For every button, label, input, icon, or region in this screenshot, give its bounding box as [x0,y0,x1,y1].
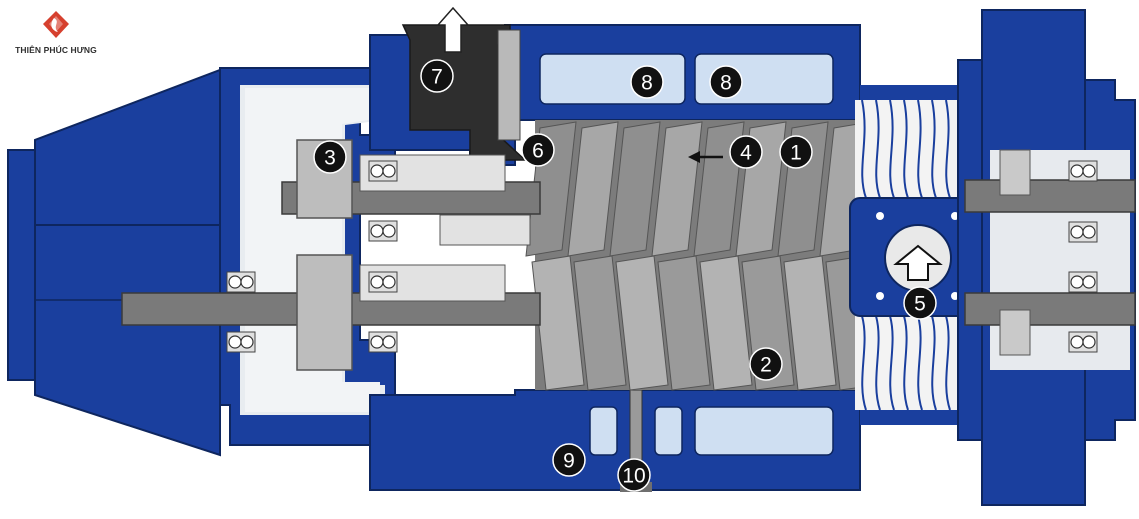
callouts: 1 2 3 4 5 6 7 8 8 9 10 [313,59,937,492]
callout-2: 2 [749,347,783,381]
callout-label: 3 [324,147,336,170]
callout-1: 1 [779,135,813,169]
brand-name: THIÊN PHÚC HƯNG [15,45,97,55]
callout-label: 6 [532,140,544,163]
bearing-ball-icon [1068,221,1098,243]
bearing-ball-icon [226,271,256,293]
suction-up-arrow-icon [893,244,943,281]
callout-label: 10 [622,465,645,488]
bellows-ribs [861,99,951,411]
callout-4: 4 [729,135,763,169]
callout-5: 5 [903,286,937,320]
cooling-chamber [694,406,834,456]
bearing-ball-icon [368,220,398,242]
pump-casing [369,24,861,492]
discharge-up-arrow-icon [436,6,470,53]
callout-label: 8 [720,72,732,95]
cooling-chamber [654,406,683,456]
motor-adapter [7,68,221,457]
gas-flow-left-arrow-icon [688,151,723,163]
flame-diamond-logo-icon [43,11,69,38]
end-cover [957,9,1136,506]
bearing-ball-icon [368,160,398,182]
callout-7: 7 [420,59,454,93]
bearing-ball-icon [1068,331,1098,353]
callout-label: 9 [563,450,575,473]
callout-label: 7 [431,66,443,89]
bearing-ball-icon [368,331,398,353]
callout-label: 8 [641,72,653,95]
brand-logo: THIÊN PHÚC HƯNG [6,10,106,55]
bearing-ball-icon [1068,271,1098,293]
bearing-ball-icon [1068,160,1098,182]
callout-8a: 8 [630,65,664,99]
callout-label: 2 [760,354,772,377]
callout-3: 3 [313,140,347,174]
callout-10: 10 [617,458,651,492]
callout-label: 4 [740,142,752,165]
ball-bearings [226,160,1098,353]
cooling-chamber [589,406,618,456]
callout-9: 9 [552,443,586,477]
bearing-ball-icon [226,331,256,353]
callout-label: 5 [914,293,926,316]
callout-8b: 8 [709,65,743,99]
callout-6: 6 [521,133,555,167]
bearing-ball-icon [368,271,398,293]
callout-label: 1 [790,142,802,165]
